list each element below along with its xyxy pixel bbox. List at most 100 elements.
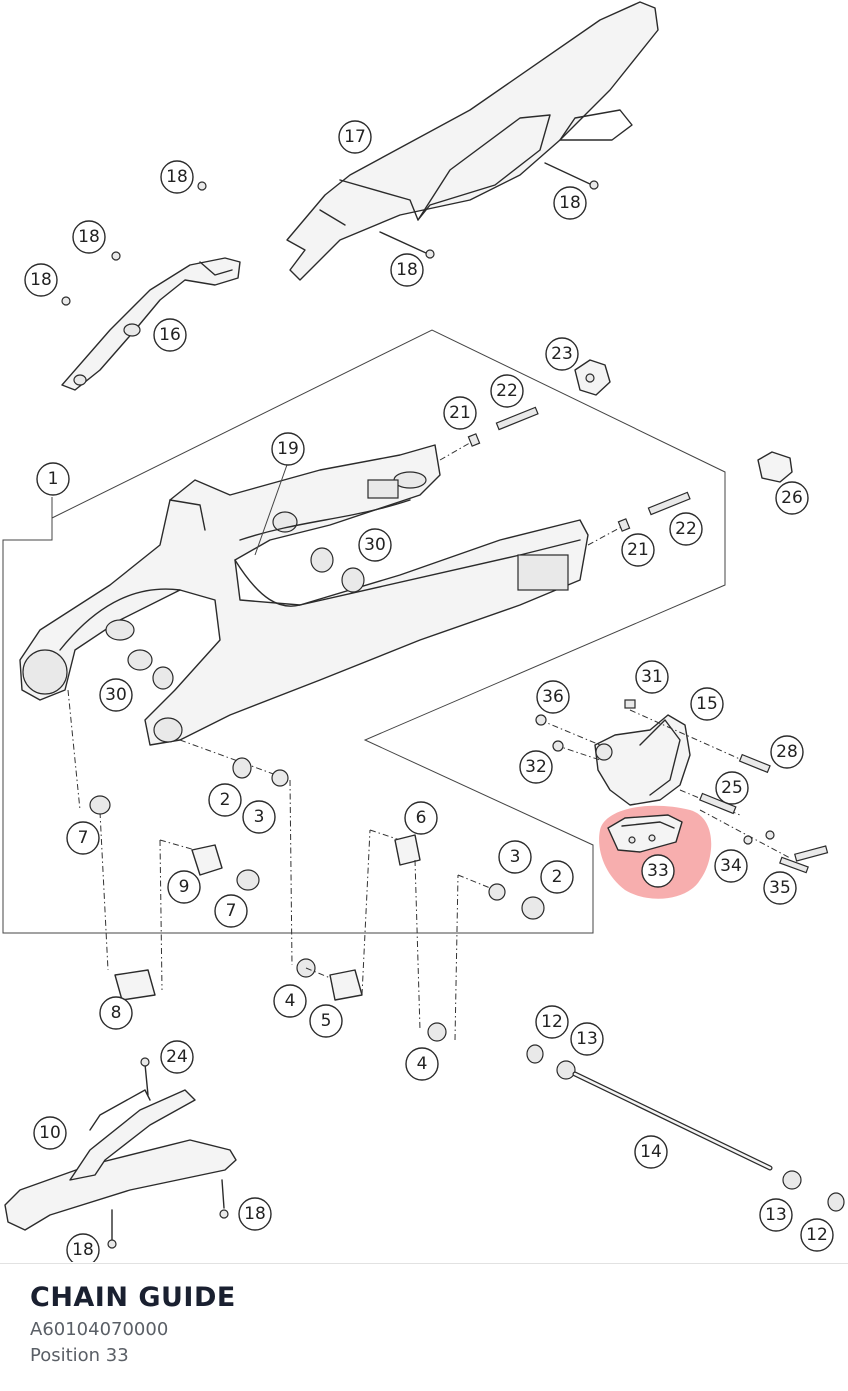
callout-34[interactable]: 34 [714, 849, 748, 883]
svg-text:25: 25 [721, 778, 743, 798]
svg-text:7: 7 [78, 828, 89, 848]
callout-18c[interactable]: 18 [24, 263, 58, 297]
svg-text:6: 6 [416, 808, 427, 828]
callout-25[interactable]: 25 [715, 771, 749, 805]
callout-18f[interactable]: 18 [238, 1197, 272, 1231]
chain-guard-part [286, 1, 659, 281]
callout-21b[interactable]: 21 [621, 533, 655, 567]
callout-3b[interactable]: 3 [498, 840, 532, 874]
callout-31[interactable]: 31 [635, 660, 669, 694]
callout-18e[interactable]: 18 [390, 253, 424, 287]
callout-23[interactable]: 23 [545, 337, 579, 371]
callout-36[interactable]: 36 [536, 680, 570, 714]
exploded-parts-diagram: 1 2 2 3 3 4 4 5 6 7 7 8 9 10 12 12 13 13… [2, 1, 845, 1262]
callout-19[interactable]: 19 [271, 432, 305, 466]
svg-text:3: 3 [254, 807, 265, 827]
callout-2b[interactable]: 2 [540, 860, 574, 894]
svg-text:22: 22 [496, 381, 518, 401]
callout-16[interactable]: 16 [153, 318, 187, 352]
svg-text:18: 18 [72, 1240, 94, 1260]
callout-32[interactable]: 32 [519, 750, 553, 784]
svg-text:36: 36 [542, 687, 564, 707]
part-name: CHAIN GUIDE [30, 1282, 236, 1313]
callout-33[interactable]: 33 [641, 854, 675, 888]
callout-35[interactable]: 35 [763, 871, 797, 905]
svg-text:7: 7 [226, 901, 237, 921]
callout-7a[interactable]: 7 [66, 821, 100, 855]
swingarm-part [19, 444, 589, 746]
callout-14[interactable]: 14 [634, 1135, 668, 1169]
svg-text:19: 19 [277, 439, 299, 459]
callout-21a[interactable]: 21 [443, 396, 477, 430]
svg-text:28: 28 [776, 742, 798, 762]
svg-text:16: 16 [159, 325, 181, 345]
svg-text:22: 22 [675, 519, 697, 539]
callout-28[interactable]: 28 [770, 735, 804, 769]
callout-18d[interactable]: 18 [553, 186, 587, 220]
svg-text:23: 23 [551, 344, 573, 364]
callout-18a[interactable]: 18 [160, 160, 194, 194]
callout-22a[interactable]: 22 [490, 374, 524, 408]
svg-text:2: 2 [220, 790, 231, 810]
callout-4b[interactable]: 4 [405, 1047, 439, 1081]
chain-guide-part-33 [607, 814, 683, 853]
chain-sliding-guard-part [4, 1057, 237, 1249]
svg-text:18: 18 [559, 193, 581, 213]
callout-13a[interactable]: 13 [570, 1022, 604, 1056]
callout-26[interactable]: 26 [775, 481, 809, 515]
callout-22b[interactable]: 22 [669, 512, 703, 546]
svg-text:17: 17 [344, 127, 366, 147]
callout-30a[interactable]: 30 [358, 528, 392, 562]
svg-text:2: 2 [552, 867, 563, 887]
svg-text:24: 24 [166, 1047, 188, 1067]
callout-7b[interactable]: 7 [214, 894, 248, 928]
plug-30-parts [127, 547, 365, 690]
part-position: Position 33 [30, 1345, 129, 1366]
callout-3a[interactable]: 3 [242, 800, 276, 834]
callout-13b[interactable]: 13 [759, 1198, 793, 1232]
callout-9[interactable]: 9 [167, 870, 201, 904]
callout-5[interactable]: 5 [309, 1004, 343, 1038]
svg-text:33: 33 [647, 861, 669, 881]
svg-text:18: 18 [78, 227, 100, 247]
svg-text:12: 12 [806, 1225, 828, 1245]
svg-text:18: 18 [166, 167, 188, 187]
part-info-panel: CHAIN GUIDE A60104070000 Position 33 [0, 1263, 848, 1391]
svg-text:31: 31 [641, 667, 663, 687]
svg-text:8: 8 [111, 1003, 122, 1023]
callout-12b[interactable]: 12 [800, 1218, 834, 1252]
svg-text:3: 3 [510, 847, 521, 867]
callout-2a[interactable]: 2 [208, 783, 242, 817]
swingarm-axle [526, 1044, 845, 1212]
svg-text:5: 5 [321, 1011, 332, 1031]
callout-1[interactable]: 1 [36, 462, 70, 496]
callout-24[interactable]: 24 [160, 1040, 194, 1074]
bracket-part [61, 257, 241, 391]
screws-18-top [61, 162, 599, 306]
callout-8[interactable]: 8 [99, 996, 133, 1030]
svg-text:21: 21 [627, 540, 649, 560]
callout-4a[interactable]: 4 [273, 984, 307, 1018]
callout-10[interactable]: 10 [33, 1116, 67, 1150]
callout-18g[interactable]: 18 [66, 1233, 100, 1262]
callout-12a[interactable]: 12 [535, 1005, 569, 1039]
callout-18b[interactable]: 18 [72, 220, 106, 254]
svg-text:9: 9 [179, 877, 190, 897]
part-number: A60104070000 [30, 1319, 169, 1340]
callout-6[interactable]: 6 [404, 801, 438, 835]
svg-text:4: 4 [417, 1054, 428, 1074]
svg-text:26: 26 [781, 488, 803, 508]
callout-17[interactable]: 17 [338, 120, 372, 154]
svg-text:4: 4 [285, 991, 296, 1011]
callout-15[interactable]: 15 [690, 687, 724, 721]
swingarm-group-frame [2, 329, 726, 934]
svg-text:18: 18 [244, 1204, 266, 1224]
svg-text:34: 34 [720, 856, 742, 876]
callout-30b[interactable]: 30 [99, 678, 133, 712]
svg-text:30: 30 [364, 535, 386, 555]
svg-text:21: 21 [449, 403, 471, 423]
svg-text:35: 35 [769, 878, 791, 898]
svg-text:14: 14 [640, 1142, 662, 1162]
leader-lines [51, 461, 289, 556]
svg-text:32: 32 [525, 757, 547, 777]
